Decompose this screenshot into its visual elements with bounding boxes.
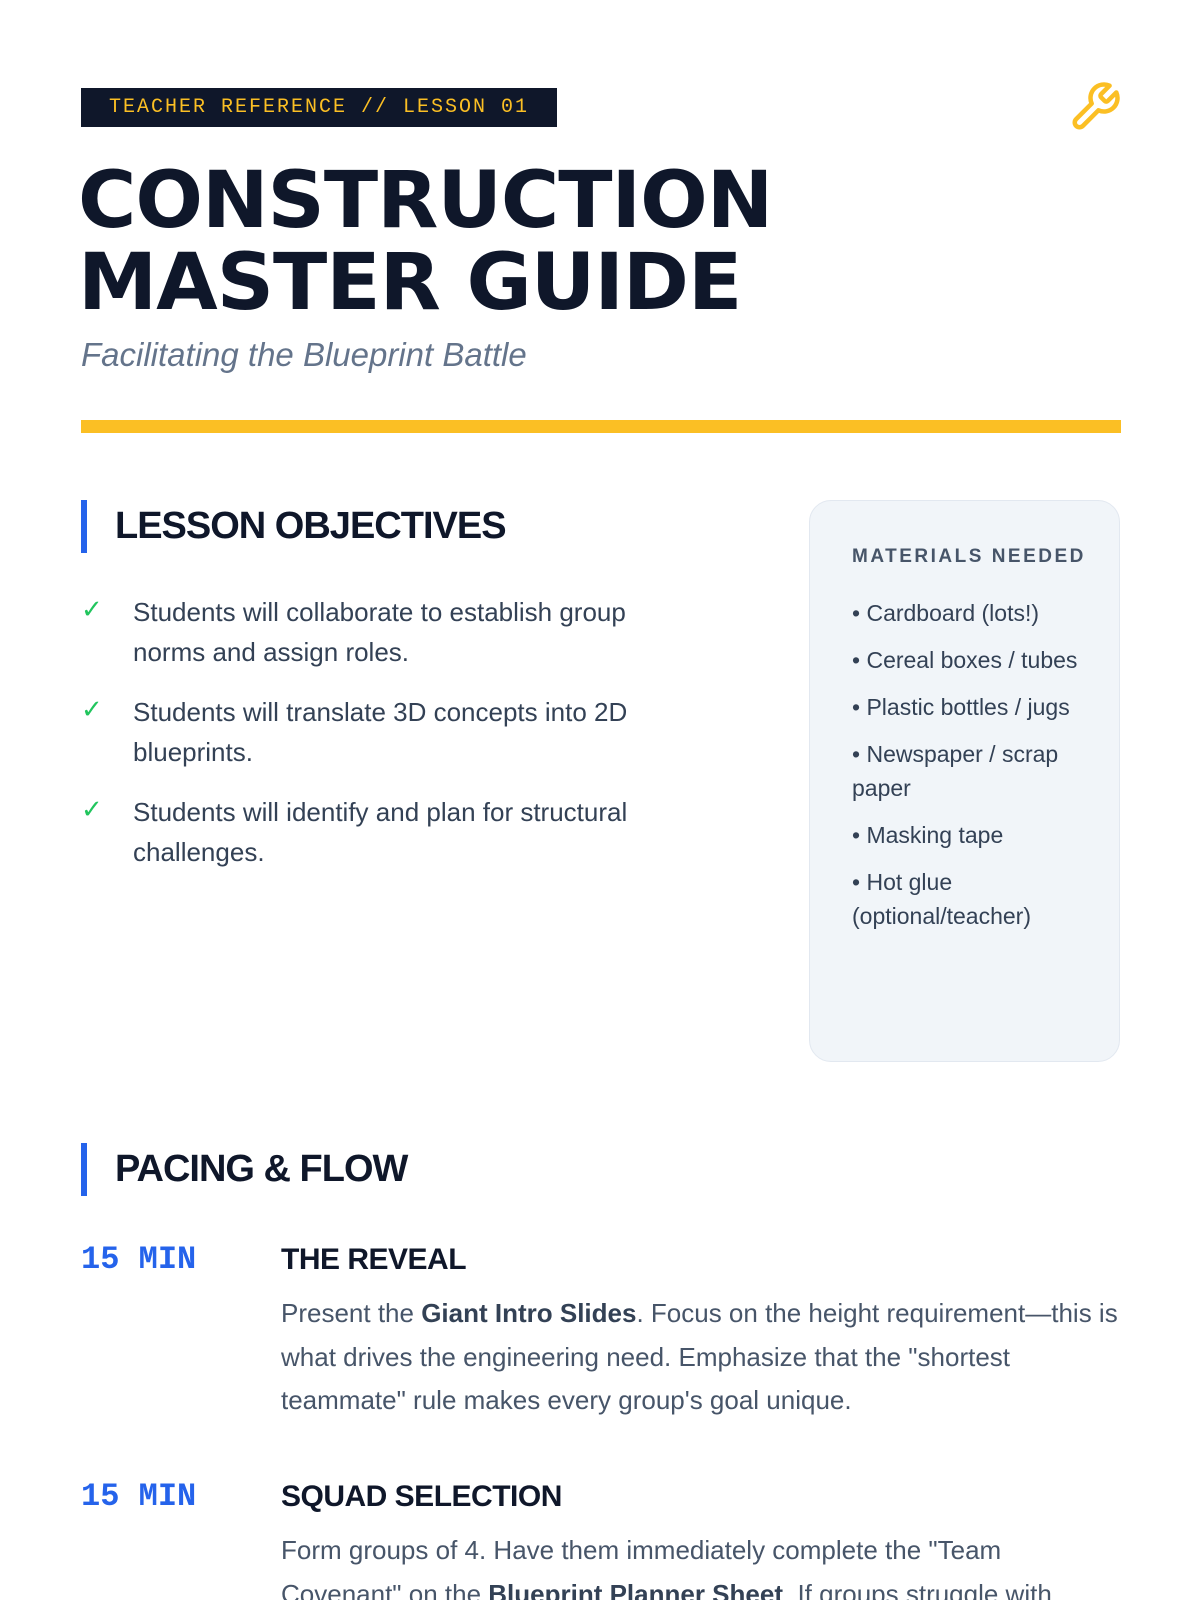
wrench-icon <box>1072 82 1120 130</box>
step-title: SQUAD SELECTION <box>281 1480 562 1513</box>
step-title: THE REVEAL <box>281 1243 467 1276</box>
title-line-1: CONSTRUCTION <box>78 156 773 246</box>
body-bold: Blueprint Planner Sheet <box>488 1578 783 1600</box>
material-text: Cereal boxes / tubes <box>866 647 1078 673</box>
body-text: . If groups struggle with <box>783 1578 1052 1600</box>
material-item: • Newspaper / scrap paper <box>852 741 1059 801</box>
material-item: • Plastic bottles / jugs <box>852 694 1070 720</box>
pacing-heading: PACING & FLOW <box>81 1143 408 1196</box>
step-duration: 15 MIN <box>81 1478 197 1515</box>
material-item: • Hot glue (optional/teacher) <box>852 869 1031 929</box>
check-icon: ✓ <box>81 794 103 824</box>
divider <box>81 420 1121 433</box>
materials-heading: MATERIALS NEEDED <box>852 546 1086 567</box>
pacing-step: 15 MIN SQUAD SELECTION Form groups of 4.… <box>81 1475 1121 1600</box>
step-body: Present the Giant Intro Slides. Focus on… <box>281 1292 1121 1423</box>
title-line-2: MASTER GUIDE <box>78 238 742 328</box>
materials-card: MATERIALS NEEDED • Cardboard (lots!) • C… <box>809 500 1120 1062</box>
step-duration: 15 MIN <box>81 1241 197 1278</box>
step-body: Form groups of 4. Have them immediately … <box>281 1529 1121 1600</box>
material-text: Masking tape <box>866 822 1004 848</box>
objective-text: Students will translate 3D concepts into… <box>133 697 628 767</box>
material-item: • Cereal boxes / tubes <box>852 647 1078 673</box>
pacing-step: 15 MIN THE REVEAL Present the Giant Intr… <box>81 1238 1121 1423</box>
list-item: ✓ Students will translate 3D concepts int… <box>81 692 701 772</box>
objectives-list: ✓ Students will collaborate to establish … <box>81 592 701 892</box>
objective-text: Students will identify and plan for stru… <box>133 797 628 867</box>
material-item: • Masking tape <box>852 822 1004 848</box>
material-text: Hot glue (optional/teacher) <box>852 869 1031 929</box>
objective-text: Students will collaborate to establish g… <box>133 597 626 667</box>
body-text: . Focus on the height requirement—this i… <box>281 1298 1118 1415</box>
material-text: Plastic bottles / jugs <box>866 694 1070 720</box>
material-text: Cardboard (lots!) <box>866 600 1040 626</box>
check-icon: ✓ <box>81 594 103 624</box>
material-text: Newspaper / scrap paper <box>852 741 1059 801</box>
objectives-heading: LESSON OBJECTIVES <box>81 500 507 553</box>
subtitle: Facilitating the Blueprint Battle <box>81 336 527 373</box>
body-text: Form groups of 4. Have them immediately … <box>281 1535 1002 1600</box>
material-item: • Cardboard (lots!) <box>852 600 1040 626</box>
check-icon: ✓ <box>81 694 103 724</box>
body-bold: Giant Intro Slides <box>421 1298 637 1328</box>
body-text: Present the <box>281 1298 422 1328</box>
list-item: ✓ Students will identify and plan for str… <box>81 792 701 872</box>
lesson-badge: TEACHER REFERENCE // LESSON 01 <box>81 88 558 127</box>
list-item: ✓ Students will collaborate to establish … <box>81 592 701 672</box>
